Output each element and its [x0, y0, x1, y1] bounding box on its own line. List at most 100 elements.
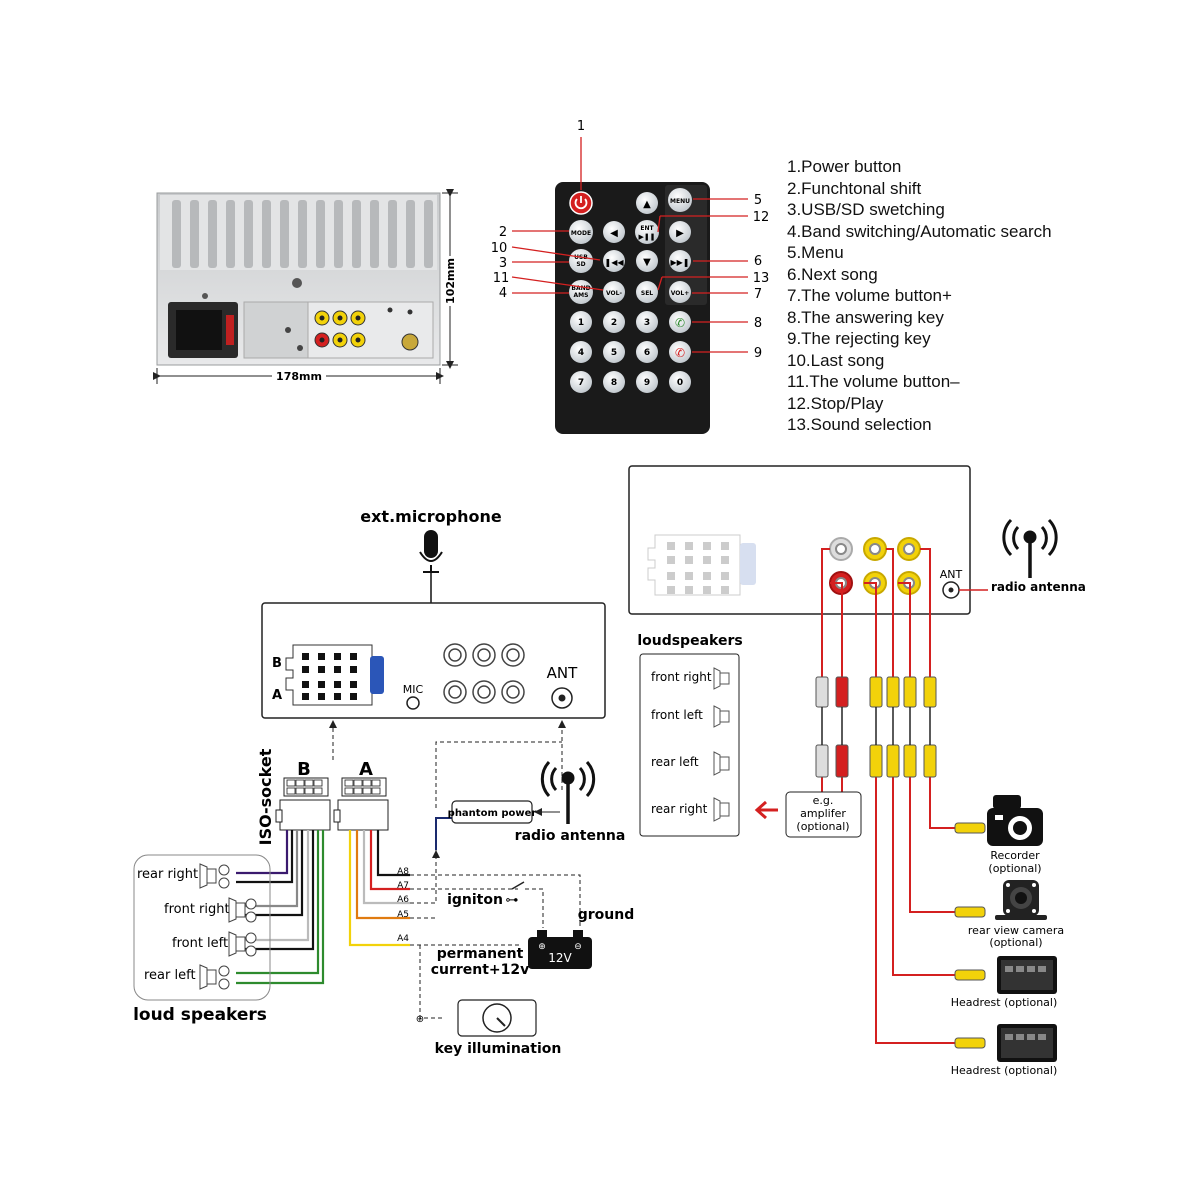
- svg-text:⊖: ⊖: [574, 942, 582, 952]
- headrest-1-label: Headrest (optional): [951, 996, 1058, 1009]
- legend-item: 3.USB/SD swetching: [787, 200, 945, 219]
- svg-text:3: 3: [644, 318, 650, 328]
- svg-text:▶▶❚: ▶▶❚: [670, 258, 689, 267]
- radio-antenna-label: radio antenna: [515, 828, 626, 844]
- svg-text:4: 4: [499, 286, 507, 301]
- svg-text:8: 8: [754, 316, 762, 331]
- av-loudspeakers-label: loudspeakers: [637, 633, 742, 649]
- mode-button-label: MODE: [571, 230, 591, 237]
- height-dimension: 102mm: [444, 258, 457, 304]
- svg-text:4: 4: [578, 348, 584, 358]
- rear-camera-optional-label: (optional): [989, 936, 1042, 949]
- speaker-front-right-label: front right: [164, 902, 230, 917]
- svg-text:5: 5: [754, 193, 762, 208]
- head-unit-rear-view: 178mm 102mm: [153, 189, 458, 384]
- vol-minus-button-label: VOL-: [606, 290, 622, 297]
- remote-callout-numbers: 1 2 3 4 10 11 5 12 6 13 7 8 9: [491, 119, 770, 361]
- legend-item: 12.Stop/Play: [787, 393, 884, 413]
- radio-antenna-icon: [540, 760, 596, 824]
- microphone-icon: [419, 530, 443, 573]
- svg-text:▲: ▲: [643, 199, 651, 210]
- svg-text:❚◀◀: ❚◀◀: [604, 258, 624, 267]
- legend-item: 2.Funchtonal shift: [787, 178, 922, 198]
- unit-iso-connector: [285, 644, 384, 706]
- unit-rca-jacks: [443, 643, 525, 704]
- legend-item: 10.Last song: [787, 350, 885, 370]
- unit-connector-a-label: A: [272, 688, 282, 703]
- pin-labels: A8 A7 A6 A5 A4: [397, 867, 409, 944]
- av-speaker-front-right-label: front right: [651, 670, 712, 684]
- rear-camera-label: rear view camera: [968, 924, 1064, 937]
- av-speaker-rear-left-label: rear left: [651, 755, 699, 769]
- av-speaker-rear-right-label: rear right: [651, 802, 708, 816]
- av-speaker-front-left-label: front left: [651, 708, 703, 722]
- legend-item: 13.Sound selection: [787, 415, 932, 434]
- key-icon: ⊶: [506, 893, 519, 908]
- svg-text:3: 3: [499, 256, 507, 271]
- svg-text:9: 9: [644, 378, 650, 388]
- svg-text:A6: A6: [397, 895, 409, 905]
- speaker-rear-right-label: rear right: [137, 867, 198, 882]
- av-radio-antenna-label: radio antenna: [991, 580, 1086, 594]
- svg-text:✆: ✆: [675, 316, 685, 330]
- svg-text:A5: A5: [397, 910, 409, 920]
- battery-icon: ⊕ ⊖ 12V: [528, 930, 592, 969]
- sel-button-label: SEL: [641, 290, 653, 297]
- ignition-label: igniton: [447, 892, 503, 908]
- speaker-rear-left-label: rear left: [144, 968, 196, 983]
- svg-text:5: 5: [611, 348, 617, 358]
- av-speaker-icons: [713, 667, 730, 822]
- battery-label: 12V: [548, 951, 572, 965]
- permanent-current-label: current+12v: [431, 962, 530, 978]
- mic-jack-label: MIC: [403, 683, 424, 696]
- av-iso-connector: [647, 534, 756, 596]
- svg-text:2: 2: [611, 318, 617, 328]
- svg-text:1: 1: [578, 318, 584, 328]
- iso-b-label: B: [297, 759, 311, 780]
- headrest-2-label: Headrest (optional): [951, 1064, 1058, 1077]
- svg-text:▶❚❚: ▶❚❚: [638, 233, 655, 241]
- rca-plugs: [815, 676, 937, 778]
- svg-text:10: 10: [491, 241, 508, 256]
- iso-a-label: A: [359, 759, 373, 780]
- speaker-wires: [236, 830, 325, 985]
- sd-button-label: SD: [576, 261, 585, 268]
- svg-text:12: 12: [753, 210, 770, 225]
- svg-text:✆: ✆: [675, 346, 685, 360]
- menu-button-label: MENU: [670, 198, 690, 205]
- legend-item: 5.Menu: [787, 243, 844, 262]
- iso-b-plug: [275, 777, 331, 831]
- remote-digit-buttons: 1 2 3 4 5 6 7 8 9 0: [570, 311, 691, 393]
- svg-text:A8: A8: [397, 867, 409, 877]
- unit-ant-label: ANT: [547, 664, 578, 682]
- svg-text:8: 8: [611, 378, 617, 388]
- legend-item: 8.The answering key: [787, 307, 944, 327]
- legend-item: 6.Next song: [787, 264, 878, 284]
- svg-text:6: 6: [754, 254, 762, 269]
- iso-socket-label: ISO-socket: [256, 748, 275, 845]
- svg-text:0: 0: [677, 378, 683, 388]
- mic-jack: [406, 696, 420, 710]
- svg-text:1: 1: [577, 119, 585, 134]
- legend-item: 1.Power button: [787, 157, 902, 176]
- unit-connector-b-label: B: [272, 656, 282, 671]
- rear-camera-icon: [954, 880, 1047, 920]
- phantom-power-label: phantom power: [448, 808, 537, 819]
- ams-button-label: AMS: [574, 292, 589, 299]
- svg-text:A7: A7: [397, 881, 409, 891]
- recorder-optional-label: (optional): [988, 862, 1041, 875]
- amplifier-label: amplifer: [800, 807, 846, 820]
- av-radio-antenna-icon: [1002, 518, 1058, 578]
- svg-text:9: 9: [754, 346, 762, 361]
- recorder-icon: [954, 795, 1043, 846]
- power-wires: [348, 830, 410, 947]
- svg-text:13: 13: [753, 271, 770, 286]
- cooling-fins: [172, 200, 433, 268]
- ground-label: ground: [578, 907, 635, 923]
- speaker-front-left-label: front left: [172, 936, 228, 951]
- svg-text:⊕: ⊕: [538, 942, 546, 952]
- av-section: ANT radio antenna: [628, 465, 1086, 1077]
- svg-text:⊕: ⊕: [416, 1014, 424, 1025]
